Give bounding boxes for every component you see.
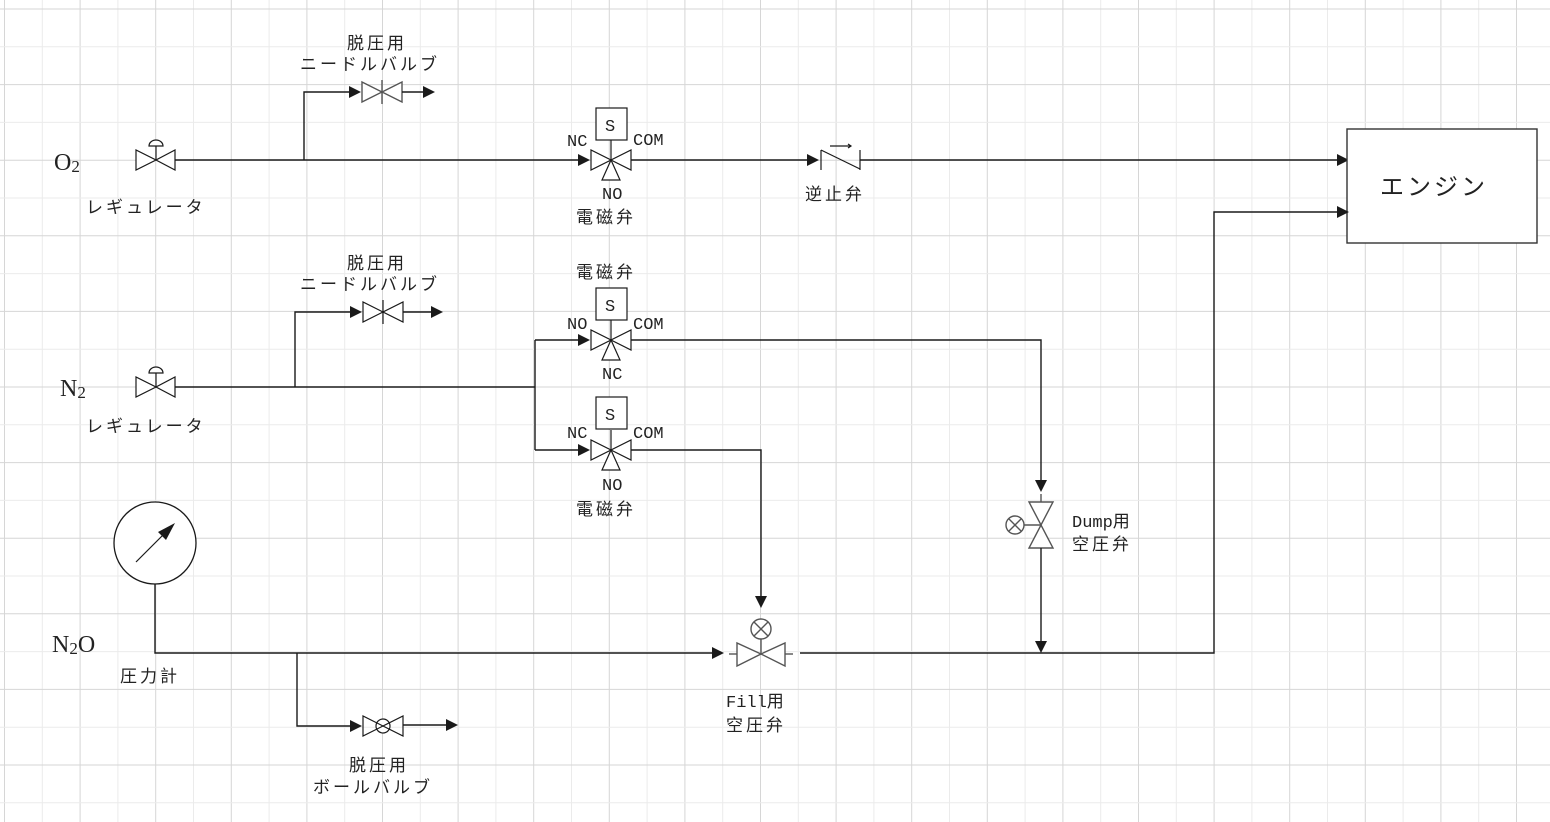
n2-pipe-branch — [294, 311, 350, 387]
flow-arrow-icon — [578, 334, 590, 346]
o2-line: O2 レギュレータ 脱圧用 ニードルバルブ — [54, 34, 1349, 228]
n2-upper-solenoid-valve-icon[interactable]: S — [590, 287, 632, 361]
flow-arrow-icon — [349, 86, 361, 98]
flow-arrow-icon — [807, 154, 819, 166]
o2-needle-valve-icon[interactable] — [361, 80, 403, 104]
o2-regulator-label: レギュレータ — [86, 198, 206, 218]
n2o-gas-label: N2O — [52, 632, 95, 658]
n2-lower-port-no: NO — [602, 477, 622, 496]
o2-solenoid-valve-icon[interactable]: S — [590, 107, 632, 181]
n2-regulator-label: レギュレータ — [86, 417, 206, 437]
dump-pneumatic-valve-icon[interactable] — [1005, 494, 1055, 549]
flow-arrow-icon — [578, 444, 590, 456]
n2-lower-port-nc: NC — [567, 425, 587, 444]
n2o-line: N2O 圧力計 脱圧用 ボールバルブ — [52, 206, 1349, 798]
pressure-gauge-label: 圧力計 — [120, 667, 180, 687]
flow-arrow-icon — [712, 647, 724, 659]
flow-arrow-icon — [1337, 154, 1349, 166]
flow-arrow-icon — [350, 306, 362, 318]
n2-upper-port-com: COM — [633, 316, 664, 335]
o2-solenoid-valve-label: 電磁弁 — [576, 208, 636, 228]
n2o-ball-valve-icon[interactable] — [362, 715, 404, 737]
n2-lower-port-com: COM — [633, 425, 664, 444]
solenoid-coil-label: S — [605, 407, 615, 426]
engine-block[interactable]: エンジン — [1346, 128, 1538, 244]
flow-arrow-icon — [1035, 480, 1047, 492]
o2-solenoid-port-no: NO — [602, 186, 622, 205]
n2-needle-valve-label-2: ニードルバルブ — [300, 274, 440, 295]
pressure-gauge-icon[interactable] — [113, 501, 197, 585]
vent-arrow-icon — [431, 306, 443, 318]
flow-arrow-icon — [1337, 206, 1349, 218]
dump-valve-label-2: 空圧弁 — [1072, 535, 1132, 555]
ball-valve-label-1: 脱圧用 — [349, 756, 409, 776]
flow-arrow-icon — [755, 596, 767, 608]
n2o-pipe-branch — [296, 653, 350, 727]
n2-upper-port-no: NO — [567, 316, 587, 335]
n2-lower-solenoid-valve-icon[interactable]: S — [590, 396, 632, 471]
ball-valve-label-2: ボールバルブ — [313, 777, 433, 798]
flow-arrow-icon — [578, 154, 590, 166]
pilot-line-dump — [631, 339, 1042, 486]
vent-arrow-icon — [423, 86, 435, 98]
n2-needle-valve-label-1: 脱圧用 — [347, 254, 407, 274]
n2-line: N2 レギュレータ 脱圧用 ニードルバルブ 電磁弁 — [60, 254, 1047, 608]
o2-check-valve-label: 逆止弁 — [805, 185, 865, 205]
n2o-pipe-main — [154, 584, 713, 654]
flow-arrow-icon — [350, 720, 362, 732]
fill-valve-label-1: Fill用 — [726, 693, 784, 713]
solenoid-coil-label: S — [605, 118, 615, 137]
o2-solenoid-port-nc: NC — [567, 133, 587, 152]
o2-needle-valve-label-2: ニードルバルブ — [300, 54, 440, 75]
o2-gas-label: O2 — [54, 150, 80, 176]
o2-solenoid-port-com: COM — [633, 132, 664, 151]
o2-pipe-branch — [303, 91, 350, 160]
pilot-line-fill — [631, 449, 762, 597]
n2-upper-solenoid-label: 電磁弁 — [576, 263, 636, 283]
n2-lower-solenoid-label: 電磁弁 — [576, 500, 636, 520]
fill-valve-label-2: 空圧弁 — [726, 716, 786, 736]
n2o-pipe-to-engine — [800, 211, 1338, 654]
n2-upper-port-nc: NC — [602, 366, 622, 385]
n2-needle-valve-icon[interactable] — [362, 300, 404, 324]
fill-pneumatic-valve-icon[interactable] — [729, 618, 793, 668]
n2-regulator-icon[interactable] — [135, 366, 176, 398]
vent-arrow-icon — [446, 719, 458, 731]
o2-needle-valve-label-1: 脱圧用 — [347, 34, 407, 54]
flow-arrow-icon — [1035, 641, 1047, 653]
o2-check-valve-icon[interactable] — [820, 143, 861, 170]
dump-valve-label-1: Dump用 — [1072, 513, 1130, 533]
engine-label: エンジン — [1380, 173, 1488, 201]
solenoid-coil-label: S — [605, 298, 615, 317]
o2-regulator-icon[interactable] — [135, 139, 176, 171]
n2-gas-label: N2 — [60, 376, 86, 402]
